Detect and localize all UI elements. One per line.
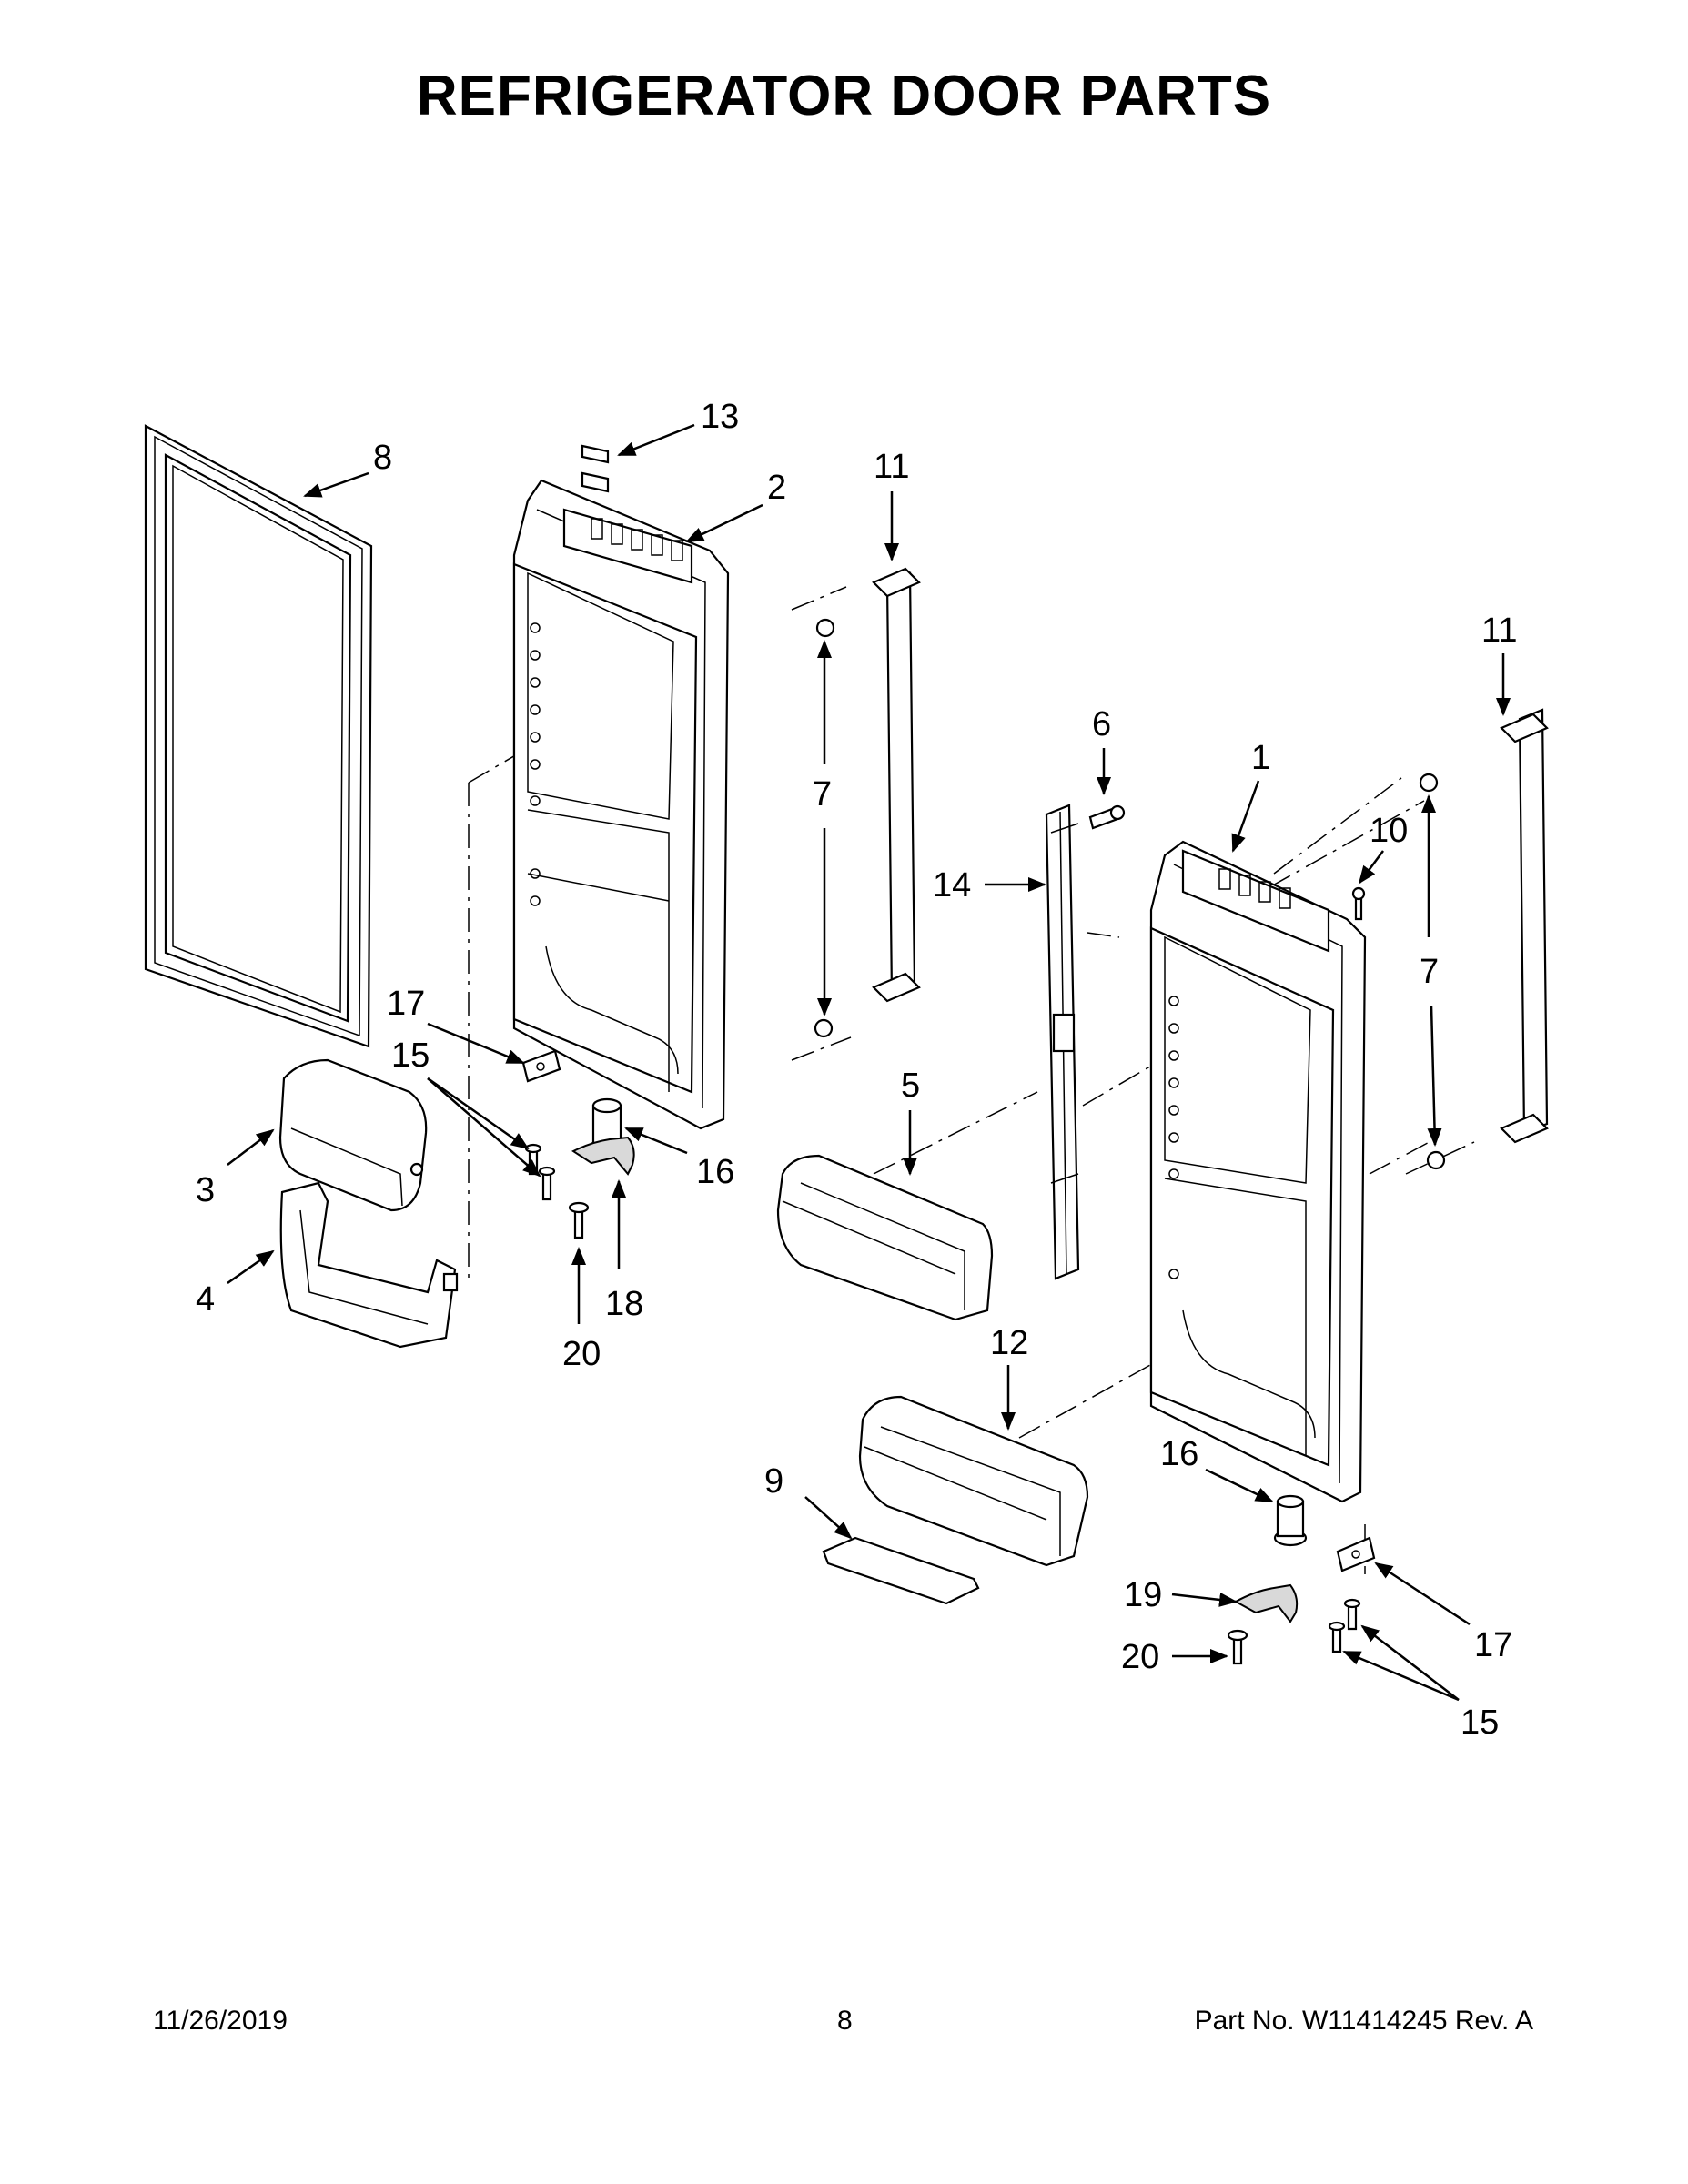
stop-screw-left [568, 1201, 590, 1239]
leader-arrows [227, 423, 1511, 1702]
callout-4: 4 [196, 1280, 215, 1319]
door-gasket [144, 424, 373, 1048]
right-door-handle [1419, 708, 1549, 1170]
callout-5: 5 [901, 1067, 920, 1105]
door-screw [1351, 886, 1366, 921]
page-title: REFRIGERATOR DOOR PARTS [416, 65, 1272, 127]
callout-9: 9 [764, 1462, 783, 1501]
footer-part-number: Part No. W11414245 Rev. A [1194, 2006, 1533, 2036]
footer-date: 11/26/2019 [153, 2006, 288, 2036]
upper-door-bin [776, 1154, 994, 1321]
door-label [581, 444, 610, 464]
stop-screw-right [1227, 1629, 1248, 1665]
callout-1: 1 [1251, 739, 1270, 777]
mullion-screw [1088, 804, 1126, 830]
callout-16b: 16 [1160, 1435, 1198, 1473]
hinge-screws-left [524, 1143, 556, 1201]
callout-14: 14 [933, 866, 971, 905]
callout-7a: 7 [813, 775, 832, 814]
callout-8: 8 [373, 439, 392, 477]
right-door-liner [1149, 840, 1367, 1503]
callout-15b: 15 [1461, 1704, 1499, 1742]
callout-15a: 15 [391, 1036, 430, 1075]
left-door-handle [814, 567, 921, 1038]
callout-3: 3 [196, 1171, 215, 1209]
bin-insert [822, 1536, 980, 1605]
hinge-bushing-right [1273, 1494, 1308, 1547]
assembly-lines [468, 586, 1475, 1574]
callout-20b: 20 [1121, 1638, 1159, 1676]
callout-7b: 7 [1420, 953, 1439, 991]
callout-11b: 11 [1481, 612, 1517, 650]
callout-20a: 20 [562, 1335, 601, 1373]
callout-13: 13 [701, 398, 739, 436]
dairy-bin [279, 1181, 459, 1349]
callout-19: 19 [1124, 1576, 1162, 1614]
callout-18: 18 [605, 1285, 643, 1323]
hinge-bracket-right [1336, 1536, 1376, 1572]
callout-2: 2 [767, 469, 786, 507]
callout-16a: 16 [696, 1153, 734, 1191]
door-stop-right [1233, 1583, 1299, 1623]
callout-6: 6 [1092, 705, 1111, 743]
callout-12: 12 [990, 1324, 1028, 1362]
footer-page-number: 8 [837, 2006, 853, 2036]
left-door-liner [512, 471, 730, 1130]
hinge-screws-right [1328, 1598, 1361, 1653]
lower-door-bin [858, 1395, 1089, 1567]
callout-10: 10 [1370, 812, 1408, 850]
dairy-door-cover [278, 1058, 428, 1212]
callout-labels: 1 2 3 4 5 6 7 7 8 9 10 11 11 12 13 14 15… [196, 398, 1517, 1742]
callout-11a: 11 [874, 448, 909, 486]
door-stop-left [571, 1136, 635, 1176]
callout-17b: 17 [1474, 1626, 1512, 1664]
hinge-bracket-left [521, 1049, 561, 1083]
callout-17a: 17 [387, 985, 425, 1023]
door-mullion [1045, 804, 1080, 1280]
